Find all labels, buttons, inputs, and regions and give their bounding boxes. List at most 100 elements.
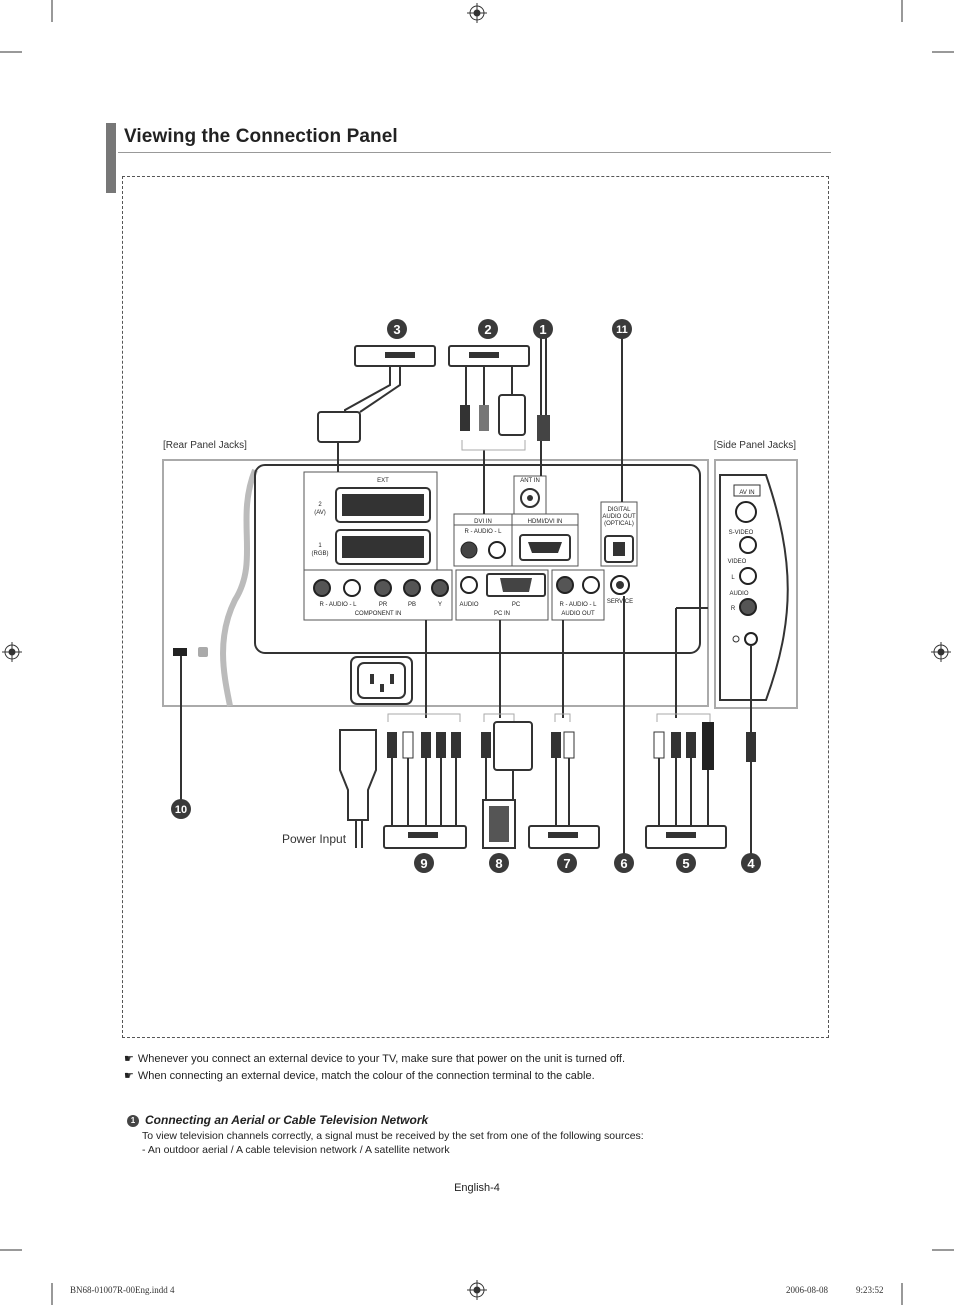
label-component-in: COMPONENT IN [355, 611, 402, 617]
label-digital-3: (OPTICAL) [604, 521, 634, 527]
side-audio-r-jack [739, 598, 757, 616]
label-audio-out: AUDIO OUT [561, 611, 595, 617]
side-panel-face [719, 474, 789, 701]
label-ext2-sub: (AV) [314, 510, 326, 516]
audio-out-block [551, 569, 605, 621]
callout-6-circle [614, 853, 634, 873]
label-side-r: R [731, 606, 736, 612]
pc-block [455, 569, 549, 621]
label-pb: PB [408, 602, 416, 608]
side-panel-outline [714, 459, 798, 709]
label-pc-in: PC IN [494, 611, 510, 617]
registration-mark-bottom [467, 1280, 487, 1300]
section-bullet: - An outdoor aerial / A cable television… [142, 1144, 450, 1156]
tv-curve [220, 468, 258, 707]
component-y [431, 579, 449, 597]
power-plug [339, 729, 377, 821]
component-block [303, 569, 453, 621]
callout-10-circle [171, 799, 191, 819]
audio-out-r [556, 576, 574, 594]
label-audio-out-lr: R - AUDIO - L [559, 602, 597, 608]
callout-2-circle [478, 319, 498, 339]
label-ant-in: ANT IN [520, 478, 540, 484]
component-pb [403, 579, 421, 597]
label-hdmi-dvi-in: HDMI/DVI IN [528, 519, 563, 525]
section-body: To view television channels correctly, a… [142, 1130, 644, 1142]
label-side-l: L [731, 575, 735, 581]
footer-file: BN68-01007R-00Eng.indd 4 [70, 1285, 175, 1295]
registration-mark-left [2, 642, 22, 662]
label-service: SERVICE [607, 599, 633, 605]
note-match-colour: ☛When connecting an external device, mat… [124, 1069, 595, 1082]
callout-10: 10 [175, 804, 187, 816]
callout-6: 6 [620, 856, 627, 871]
label-y: Y [438, 602, 442, 608]
vga-plug [493, 721, 533, 771]
section-number-badge: 1 [127, 1115, 139, 1127]
pointing-hand-icon: ☛ [124, 1070, 134, 1082]
scart-plug [317, 411, 361, 443]
callout-3: 3 [393, 322, 400, 337]
label-video: VIDEO [728, 559, 747, 565]
diagram-frame [122, 176, 829, 1038]
registration-mark-top [467, 3, 487, 23]
callout-5: 5 [682, 856, 689, 871]
callout-7-circle [557, 853, 577, 873]
audio-out-l [582, 576, 600, 594]
label-av-in: AV IN [739, 490, 754, 496]
pc-audio-jack [460, 576, 478, 594]
title-accent-bar [106, 123, 116, 193]
callout-1-circle [533, 319, 553, 339]
label-ext1: 1 [318, 543, 322, 549]
label-ext1-sub: (RGB) [312, 551, 329, 557]
label-digital-1: DIGITAL [608, 507, 632, 513]
label-audio: AUDIO [729, 591, 748, 597]
side-panel-label: [Side Panel Jacks] [714, 440, 796, 451]
callout-5-circle [676, 853, 696, 873]
registration-mark-right [931, 642, 951, 662]
label-s-video: S-VIDEO [729, 530, 754, 536]
kensington-slot [173, 648, 187, 656]
headphone-jack [744, 632, 758, 646]
hdmi-plug [498, 394, 526, 436]
section-heading: 1 Connecting an Aerial or Cable Televisio… [127, 1113, 428, 1127]
footer-date: 2006-08-08 [786, 1285, 828, 1295]
section-heading-text: Connecting an Aerial or Cable Television… [145, 1113, 429, 1127]
label-dvi-audio: R - AUDIO - L [464, 529, 502, 535]
rear-panel-label: [Rear Panel Jacks] [163, 440, 247, 451]
page-number: English-4 [454, 1182, 500, 1194]
callout-8-circle [489, 853, 509, 873]
callout-9: 9 [420, 856, 427, 871]
label-pr: PR [379, 602, 388, 608]
optical-block [600, 501, 638, 567]
dvi-audio-r-jack [460, 541, 478, 559]
callout-2: 2 [484, 322, 491, 337]
label-ext2: 2 [318, 502, 322, 508]
label-component-audio: R - AUDIO - L [319, 602, 357, 608]
dvi-hdmi-block [453, 513, 579, 567]
component-audio-r [313, 579, 331, 597]
callout-1: 1 [539, 322, 546, 337]
callout-9-circle [414, 853, 434, 873]
note-power-off: ☛Whenever you connect an external device… [124, 1052, 625, 1065]
label-dvi-in: DVI IN [474, 519, 492, 525]
callout-8: 8 [495, 856, 502, 871]
side-video-jack [739, 536, 757, 554]
callout-7: 7 [563, 856, 570, 871]
rear-panel-outline [162, 459, 709, 707]
rear-jack-panel [254, 464, 701, 654]
label-ext: EXT [377, 478, 389, 484]
dvi-audio-l-jack [488, 541, 506, 559]
note-text: Whenever you connect an external device … [137, 1053, 626, 1065]
label-digital-2: AUDIO OUT [602, 514, 636, 520]
label-pc-audio: AUDIO [459, 602, 478, 608]
footer-time: 9:23:52 [856, 1285, 884, 1295]
callout-4-circle [741, 853, 761, 873]
component-audio-l [343, 579, 361, 597]
svideo-plug [702, 722, 714, 770]
title-rule [118, 152, 831, 153]
power-input-label: Power Input [282, 832, 347, 846]
callout-11: 11 [616, 324, 628, 336]
